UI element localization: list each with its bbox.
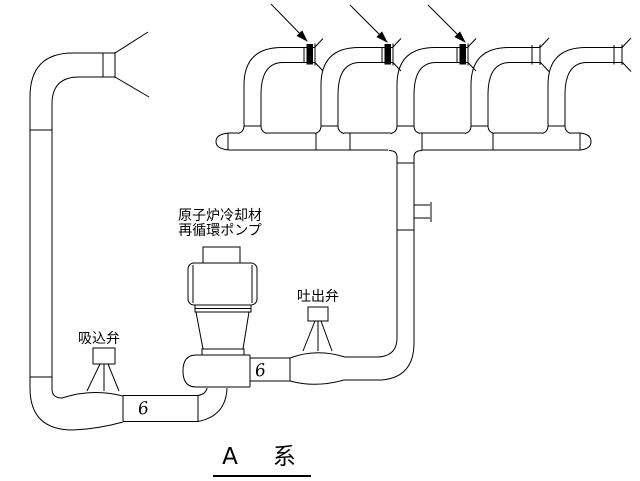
pipe-break-tick — [621, 61, 632, 72]
riser-pipe-3 — [390, 38, 477, 134]
pipe-break-tick — [539, 61, 550, 72]
pump-label: 原子炉冷却材 再循環ポンプ — [170, 209, 270, 239]
header-right-cap — [579, 132, 592, 151]
pointer-arrow-1 — [270, 3, 308, 42]
suction-valve-symbol — [86, 347, 120, 392]
suction-valve-label: 吸込弁 — [78, 331, 120, 347]
suction-pipe-size-label: 6 — [136, 398, 151, 420]
pump-casing — [182, 354, 250, 388]
pipe-break-tick — [114, 31, 149, 54]
pipe-break-tick — [392, 62, 402, 72]
valve-actuator-box — [92, 347, 116, 365]
suction-line-pipe — [29, 31, 150, 431]
riser-pipe-2 — [314, 38, 402, 134]
pipe-break-tick — [539, 37, 550, 48]
discharge-valve-symbol — [302, 306, 333, 352]
pipe-break-tick — [467, 62, 477, 72]
header-manifold-pipe — [215, 132, 592, 151]
discharge-valve-bulge — [289, 352, 346, 385]
pipe-break-tick — [467, 38, 477, 48]
pipe-break-tick — [621, 37, 632, 48]
suction-spool-pipe — [122, 395, 199, 422]
pointer-arrows — [270, 3, 466, 43]
pump-label-line2: 再循環ポンプ — [178, 223, 262, 239]
pump-motor-cap — [202, 246, 241, 264]
pipe-break-tick — [392, 38, 402, 48]
black-flange — [384, 44, 391, 65]
discharge-riser-pipe — [344, 150, 432, 381]
riser-pipe-5 — [541, 37, 632, 134]
discharge-valve-label: 吐出弁 — [297, 289, 339, 305]
pump-cone — [195, 311, 250, 350]
pump-motor-body — [187, 262, 258, 306]
pump-suction-elbow — [197, 387, 228, 422]
pipe-break-tick — [314, 38, 324, 48]
discharge-spool-pipe — [250, 357, 291, 382]
pointer-arrow-3 — [427, 4, 466, 43]
header-left-cap — [215, 132, 230, 151]
pump-label-line1: 原子炉冷却材 — [178, 208, 262, 224]
pump-flange — [201, 348, 245, 356]
riser-pipe-4 — [464, 37, 550, 134]
pointer-arrow-2 — [349, 4, 388, 43]
recirculation-pump — [182, 246, 258, 388]
black-flange — [306, 44, 313, 65]
pipe-break-tick — [114, 76, 150, 98]
pipe-break-tick — [314, 62, 324, 72]
black-flange — [459, 44, 466, 65]
discharge-pipe-size-label: 6 — [253, 360, 268, 382]
riser-pipe-1 — [237, 38, 324, 134]
system-title: A 系 — [213, 437, 311, 477]
valve-actuator-box — [307, 306, 329, 322]
